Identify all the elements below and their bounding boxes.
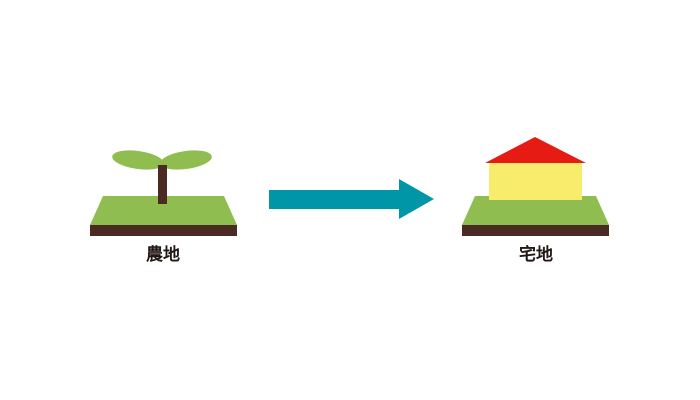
- sprout-left-leaf: [112, 150, 164, 170]
- farmland-tile: [90, 196, 237, 236]
- sprout-icon: [112, 150, 212, 204]
- residential-tile: [462, 196, 609, 236]
- house-icon: [485, 137, 586, 200]
- residential-soil-base: [462, 225, 609, 236]
- house-roof: [485, 137, 586, 163]
- sprout-right-leaf: [160, 150, 212, 170]
- sprout-stem: [158, 165, 167, 204]
- right-arrow-icon: [269, 179, 434, 219]
- residential-label: 宅地: [519, 245, 553, 265]
- farmland-soil-base: [90, 225, 237, 236]
- farmland-label: 農地: [146, 245, 180, 265]
- residential-grass-top: [462, 196, 609, 225]
- farmland-grass-top: [90, 196, 237, 225]
- house-wall: [489, 162, 582, 200]
